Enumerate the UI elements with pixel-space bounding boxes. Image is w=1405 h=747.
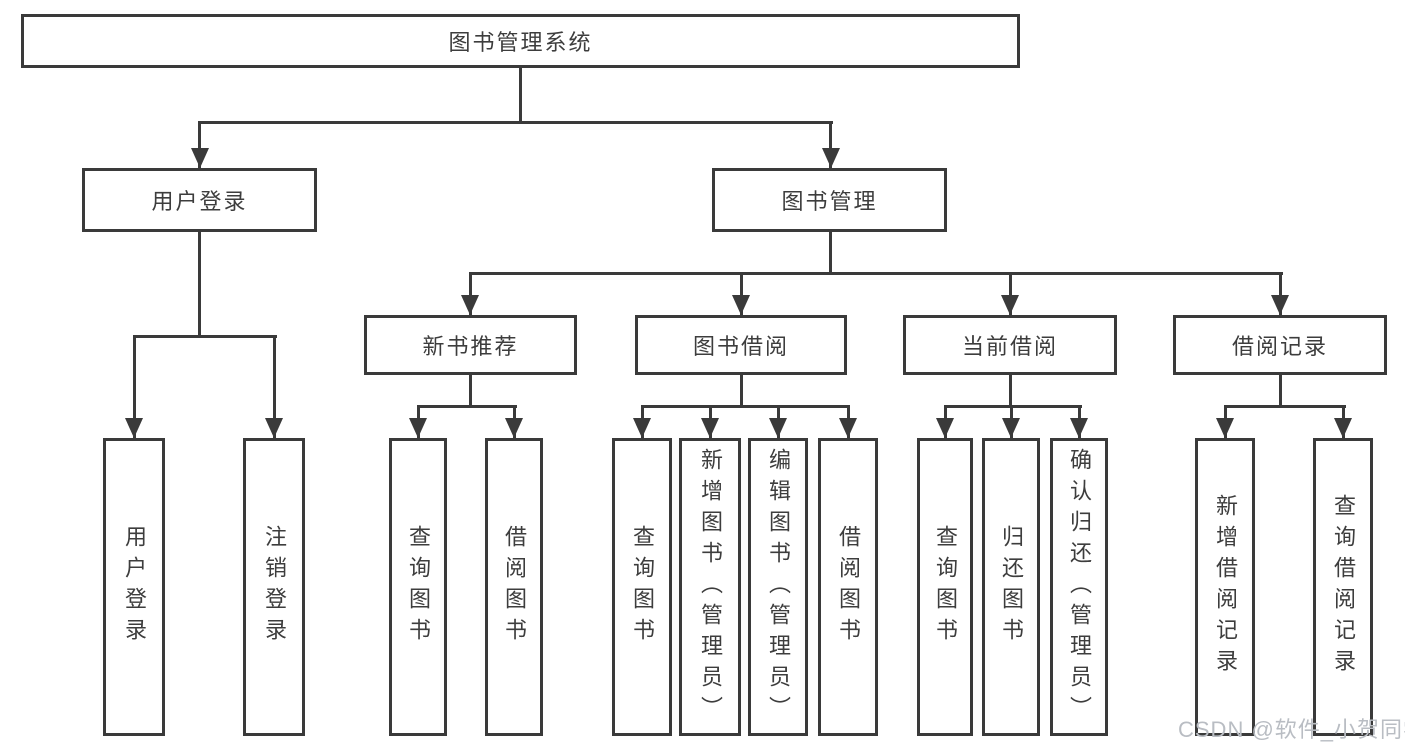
leaf-user-login: 用户登录 [103, 438, 165, 736]
connector-line [740, 375, 743, 405]
connector-line [198, 121, 201, 168]
arrowhead-down [633, 418, 651, 438]
arrowhead-down [1001, 295, 1019, 315]
connector-line [469, 375, 472, 405]
connector-line [198, 232, 201, 335]
node-borrowing-records: 借阅记录 [1173, 315, 1387, 375]
connector-line [1224, 405, 1346, 408]
connector-line [829, 121, 832, 168]
connector-line [273, 335, 276, 438]
arrowhead-down [936, 418, 954, 438]
arrowhead-down [839, 418, 857, 438]
arrowhead-down [191, 148, 209, 168]
node-book-borrowing: 图书借阅 [635, 315, 847, 375]
arrowhead-down [1334, 418, 1352, 438]
arrowhead-down [1070, 418, 1088, 438]
connector-line [198, 121, 833, 124]
leaf-bb-edit-books-admin: 编辑图书（管理员） [748, 438, 808, 736]
leaf-br-query-record: 查询借阅记录 [1313, 438, 1373, 736]
connector-line [1009, 375, 1012, 405]
connector-line [1279, 272, 1282, 315]
connector-line [469, 272, 472, 315]
connector-line [829, 232, 832, 272]
connector-line [133, 335, 277, 338]
leaf-cb-return-books: 归还图书 [982, 438, 1040, 736]
arrowhead-down [1216, 418, 1234, 438]
node-book-management: 图书管理 [712, 168, 947, 232]
arrowhead-down [409, 418, 427, 438]
arrowhead-down [505, 418, 523, 438]
node-new-book-recommend: 新书推荐 [364, 315, 577, 375]
arrowhead-down [461, 295, 479, 315]
arrowhead-down [822, 148, 840, 168]
leaf-bb-add-books-admin: 新增图书（管理员） [679, 438, 741, 736]
arrowhead-down [701, 418, 719, 438]
arrowhead-down [1002, 418, 1020, 438]
watermark: CSDN @软件_小贺同学 [1178, 717, 1405, 742]
arrowhead-down [125, 418, 143, 438]
connector-line [1009, 272, 1012, 315]
connector-line [944, 405, 1082, 408]
arrowhead-down [732, 295, 750, 315]
connector-line [469, 272, 1283, 275]
arrowhead-down [265, 418, 283, 438]
connector-line [519, 68, 522, 121]
arrowhead-down [769, 418, 787, 438]
leaf-br-add-record: 新增借阅记录 [1195, 438, 1255, 736]
leaf-logout: 注销登录 [243, 438, 305, 736]
connector-line [133, 335, 136, 438]
connector-line [740, 272, 743, 315]
leaf-bb-query-books: 查询图书 [612, 438, 672, 736]
leaf-nbr-query-books: 查询图书 [389, 438, 447, 736]
connector-line [641, 405, 850, 408]
arrowhead-down [1271, 295, 1289, 315]
leaf-nbr-borrow-books: 借阅图书 [485, 438, 543, 736]
connector-line [1279, 375, 1282, 405]
leaf-cb-confirm-return-admin: 确认归还（管理员） [1050, 438, 1108, 736]
node-current-borrowing: 当前借阅 [903, 315, 1117, 375]
leaf-cb-query-books: 查询图书 [917, 438, 973, 736]
leaf-bb-borrow-books: 借阅图书 [818, 438, 878, 736]
connector-line [417, 405, 517, 408]
node-user-login: 用户登录 [82, 168, 317, 232]
node-library-management-system: 图书管理系统 [21, 14, 1020, 68]
